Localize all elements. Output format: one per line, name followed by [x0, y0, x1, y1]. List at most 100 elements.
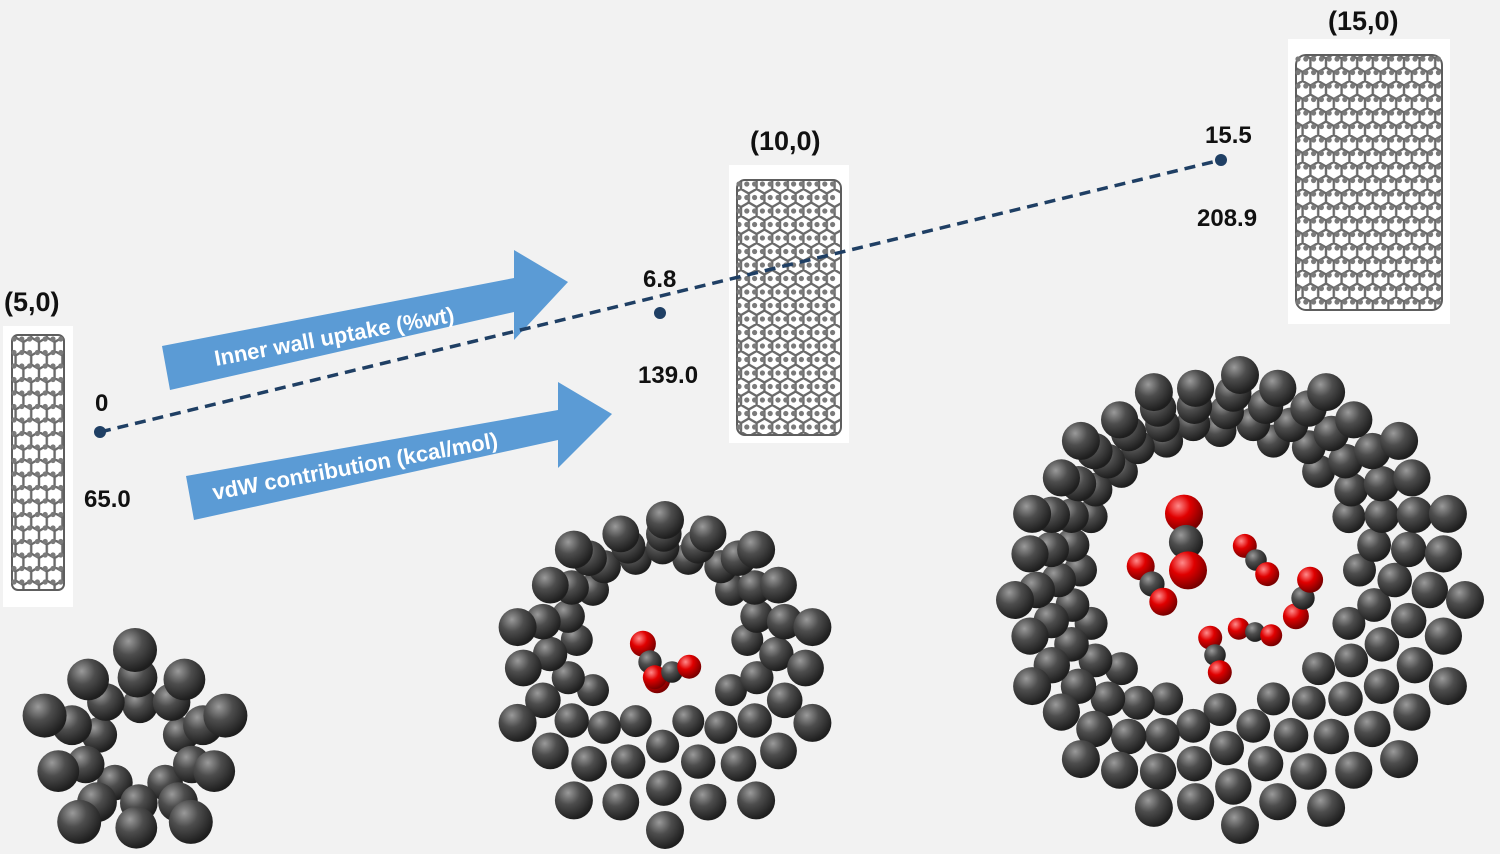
lattice-atom [1396, 123, 1402, 130]
lattice-atom [1396, 96, 1402, 103]
lattice-atom [830, 302, 836, 309]
lattice-atom [798, 235, 805, 241]
carbon-atom [1011, 617, 1049, 655]
lattice-atom [1435, 96, 1441, 103]
lattice-atom [1373, 191, 1379, 197]
lattice-atom [1373, 83, 1379, 89]
lattice-atom [50, 565, 56, 572]
lattice-atom [783, 289, 789, 295]
lattice-atom [1365, 272, 1371, 278]
lattice-atom [1365, 299, 1371, 305]
lattice-atom [1412, 177, 1418, 184]
lattice-atom [1420, 218, 1426, 224]
lattice-atom [775, 424, 781, 430]
carbon-atom [602, 515, 640, 553]
lattice-atom [1389, 164, 1395, 170]
lattice-atom [736, 343, 742, 349]
lattice-atom [1350, 96, 1356, 103]
lattice-atom [759, 356, 766, 363]
lattice-atom [1365, 204, 1371, 211]
carbon-atom [1134, 373, 1173, 412]
lattice-atom [11, 484, 17, 491]
lattice-atom [1381, 285, 1387, 292]
lattice-atom [1350, 204, 1356, 211]
lattice-atom [19, 376, 25, 383]
lattice-atom [1303, 96, 1309, 103]
lattice-atom [1295, 231, 1301, 238]
lattice-atom [1412, 272, 1418, 278]
lattice-atom [1381, 177, 1387, 184]
lattice-atom [752, 397, 758, 403]
carbon-atom [525, 682, 561, 719]
lattice-atom [1389, 204, 1395, 211]
carbon-atom [1042, 693, 1080, 731]
lattice-atom [1303, 191, 1309, 197]
lattice-atom [1318, 96, 1324, 103]
lattice-atom [58, 363, 64, 369]
lattice-atom [1381, 56, 1387, 62]
lattice-atom [27, 484, 33, 491]
lattice-atom [58, 498, 64, 504]
carbon-atom [1428, 667, 1467, 706]
lattice-atom [11, 417, 17, 423]
lattice-atom [1373, 96, 1379, 103]
lattice-atom [50, 484, 56, 491]
lattice-atom [19, 363, 25, 369]
lattice-atom [814, 302, 820, 309]
lattice-atom [1295, 137, 1301, 143]
carbon-atom [1042, 459, 1080, 497]
lattice-atom [1318, 231, 1324, 238]
carbon-atom [737, 703, 772, 738]
lattice-atom [759, 383, 766, 390]
lattice-atom [1326, 285, 1332, 292]
lattice-atom [1326, 69, 1332, 76]
lattice-atom [1342, 164, 1348, 170]
lattice-atom [814, 194, 820, 201]
lattice-atom [1350, 69, 1356, 76]
lattice-atom [791, 181, 797, 187]
lattice-atom [783, 302, 789, 309]
lattice-atom [759, 262, 766, 268]
carbon-atom [551, 661, 585, 695]
lattice-atom [767, 329, 773, 336]
lattice-atom [19, 390, 25, 396]
carbon-atom [1013, 667, 1052, 706]
lattice-atom [744, 424, 750, 430]
lattice-atom [27, 538, 33, 545]
lattice-atom [806, 383, 812, 390]
tube-10-0-vdw: 139.0 [638, 362, 699, 389]
lattice-atom [1357, 177, 1363, 184]
lattice-atom [1350, 83, 1356, 89]
lattice-atom [1428, 231, 1434, 238]
lattice-atom [11, 525, 17, 531]
carbon-atom [113, 628, 157, 672]
lattice-atom [1412, 110, 1418, 116]
carbon-atom [646, 729, 680, 763]
lattice-atom [1389, 137, 1395, 143]
lattice-atom [1357, 137, 1363, 143]
carbon-atom [554, 781, 593, 820]
lattice-atom [806, 370, 812, 376]
carbon-atom [646, 770, 682, 806]
carbon-atom [1236, 708, 1271, 743]
lattice-atom [798, 424, 805, 430]
lattice-atom [1311, 164, 1317, 170]
lattice-atom [27, 363, 33, 369]
lattice-atom [814, 329, 820, 336]
lattice-atom [34, 484, 41, 491]
carbon-atom [1150, 682, 1184, 716]
lattice-atom [1381, 110, 1387, 116]
lattice-atom [830, 397, 836, 403]
carbon-atom [1101, 401, 1139, 439]
trend-line [99, 158, 1222, 434]
lattice-atom [1326, 258, 1332, 265]
lattice-atom [830, 383, 836, 390]
lattice-atom [1373, 258, 1379, 265]
lattice-atom [1334, 258, 1340, 265]
lattice-atom [1396, 69, 1402, 76]
lattice-atom [767, 289, 773, 295]
lattice-atom [822, 410, 828, 417]
lattice-atom [736, 208, 742, 214]
lattice-atom [791, 410, 797, 417]
trend-point-10-0 [654, 307, 666, 319]
